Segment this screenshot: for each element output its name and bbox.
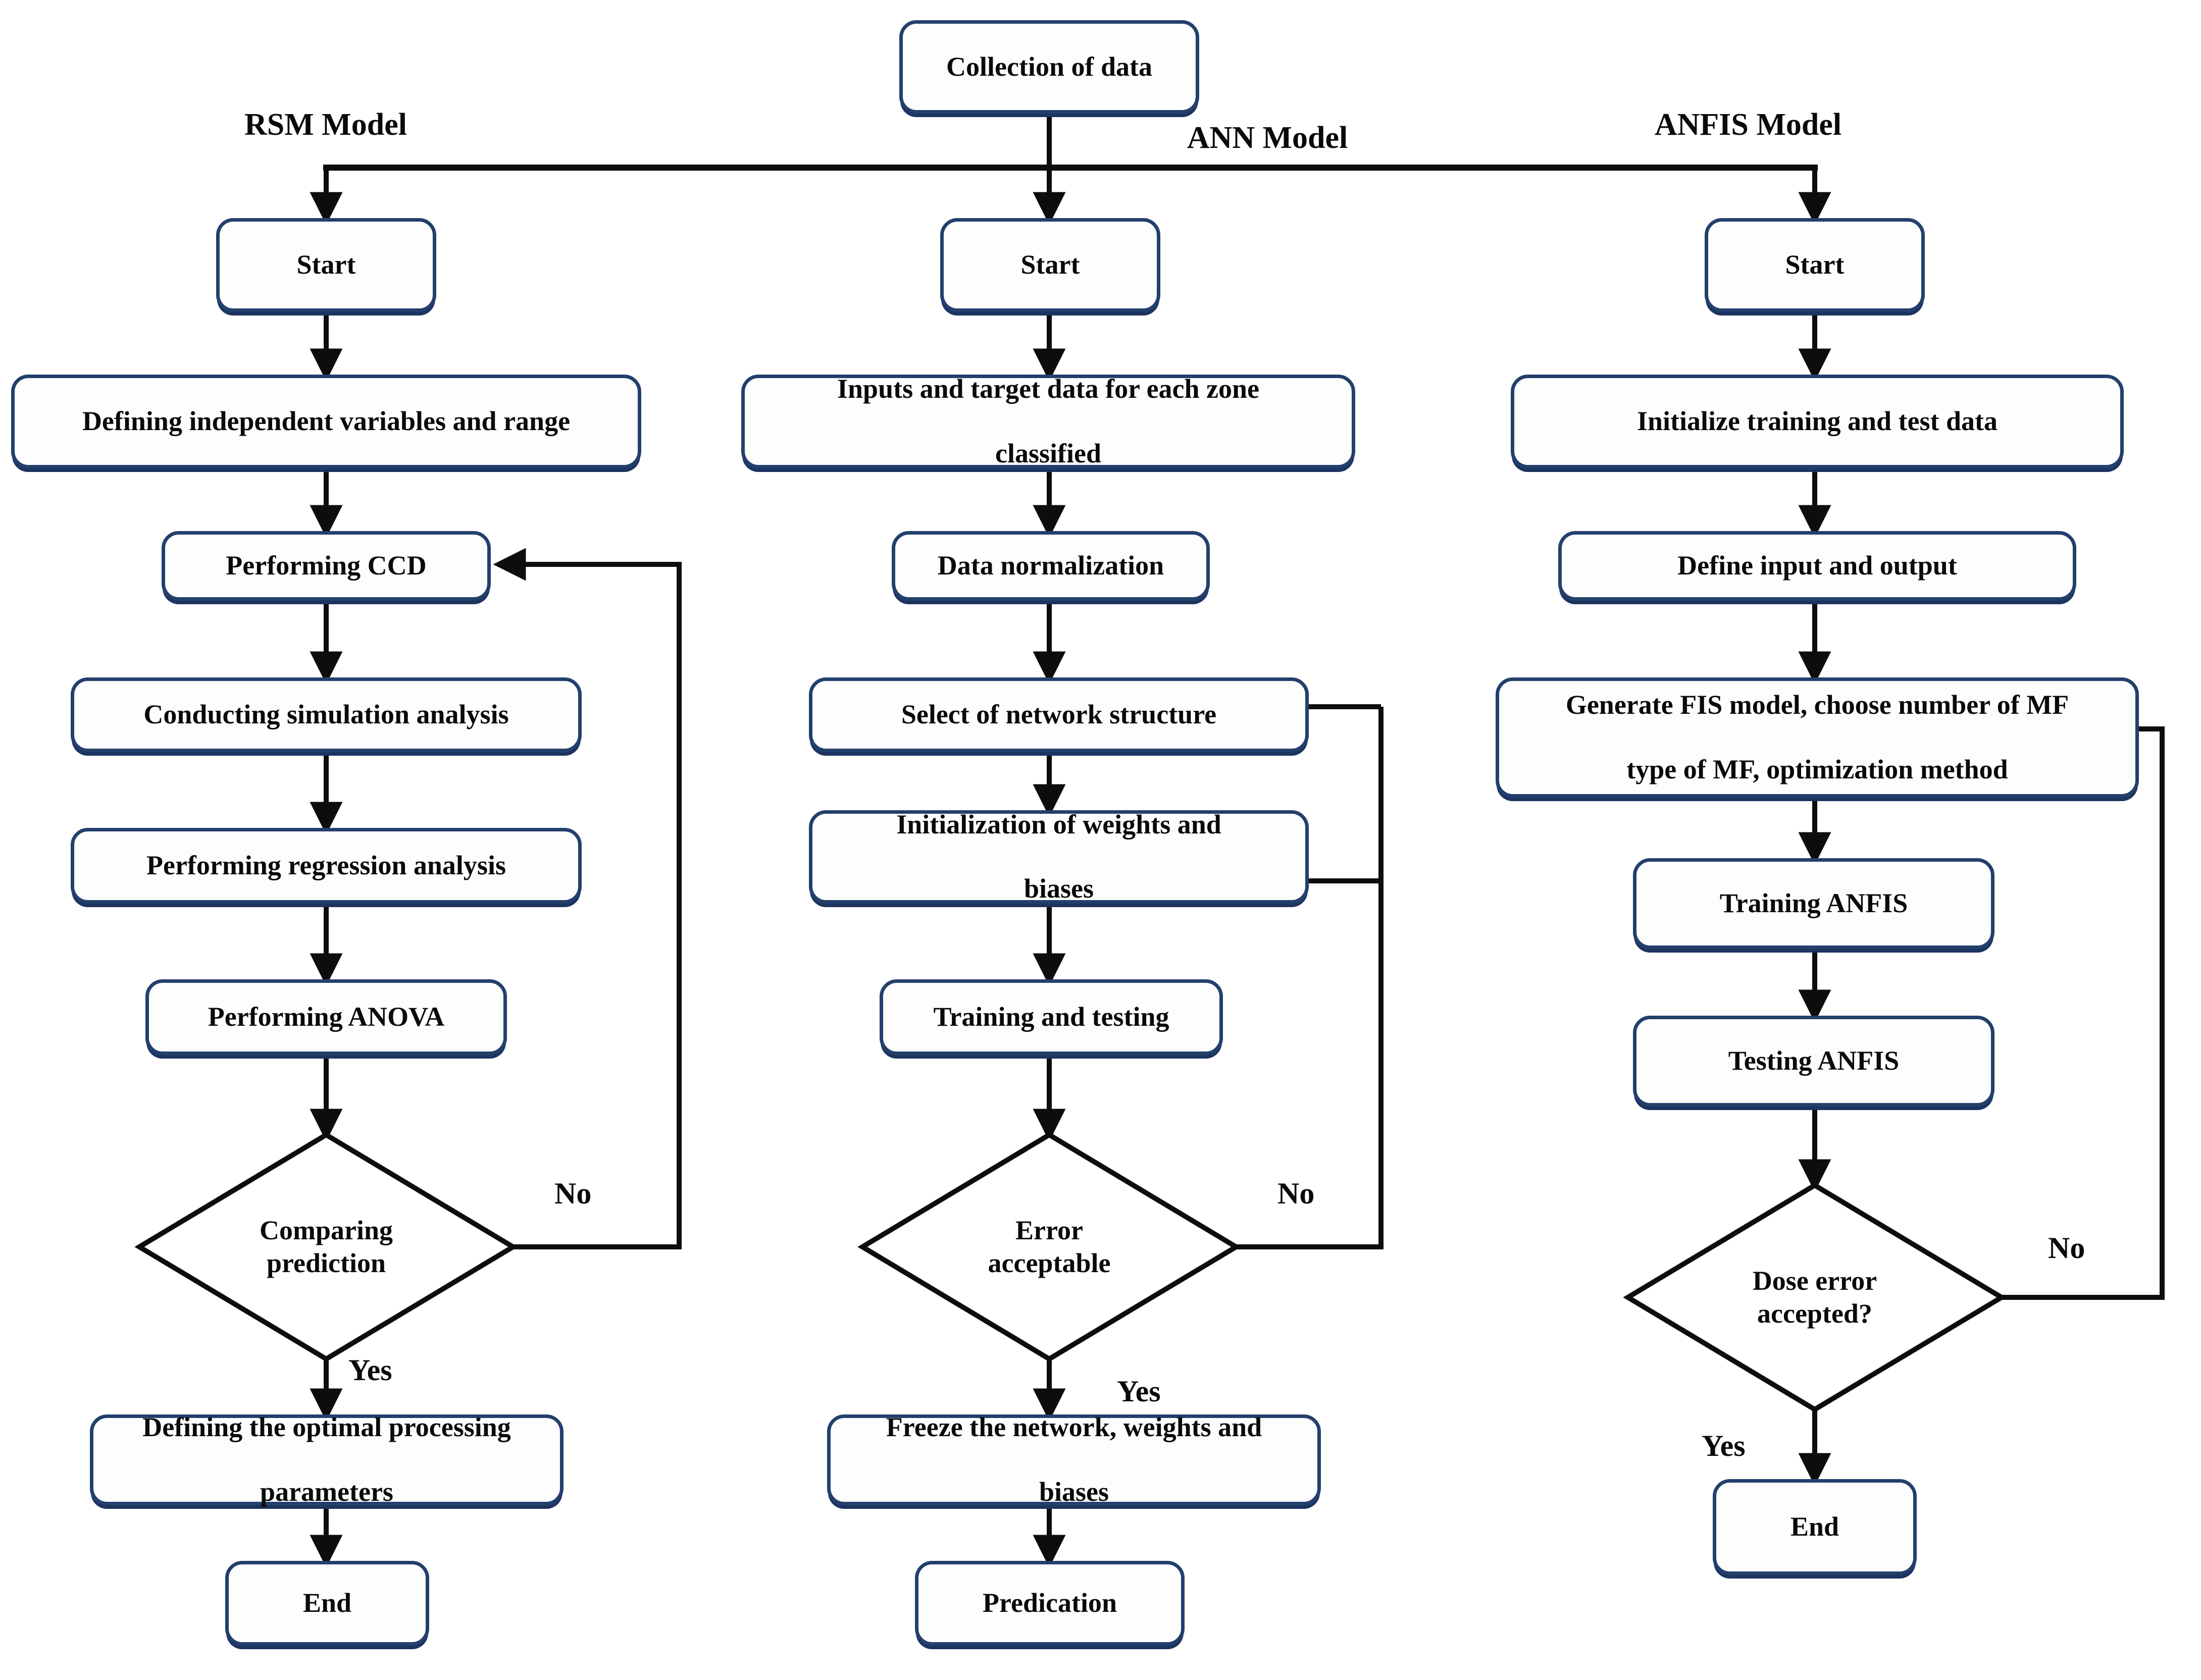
anfis-edge-label-yes: Yes (1702, 1429, 1746, 1463)
node-rsm-comparing-prediction[interactable]: Comparing prediction (139, 1135, 513, 1359)
node-ann-start[interactable]: Start (940, 218, 1160, 312)
diamond-label-line2: prediction (266, 1248, 386, 1278)
rsm-edge-label-no: No (554, 1176, 591, 1211)
edge-rsm-feedback-no (493, 548, 682, 1249)
node-label: Performing regression analysis (146, 850, 506, 881)
node-label: Predication (983, 1588, 1117, 1618)
node-ann-select-network-structure[interactable]: Select of network structure (809, 677, 1309, 752)
node-ann-training-testing[interactable]: Training and testing (880, 979, 1223, 1055)
edge-label-text: Yes (348, 1353, 392, 1387)
node-label: Testing ANFIS (1728, 1045, 1900, 1076)
node-rsm-conducting-simulation[interactable]: Conducting simulation analysis (71, 677, 582, 752)
diamond-label-group: Error acceptable (862, 1135, 1236, 1359)
node-anfis-training[interactable]: Training ANFIS (1633, 858, 1994, 949)
diamond-label-line1: Error (1015, 1215, 1083, 1246)
node-label: End (302, 1588, 352, 1618)
node-ann-freeze-network[interactable]: Freeze the network, weights and biases (827, 1412, 1321, 1507)
edge-label-text: No (1277, 1177, 1315, 1210)
node-label: Training and testing (933, 1002, 1169, 1032)
node-anfis-dose-error-accepted[interactable]: Dose error accepted? (1628, 1185, 2002, 1409)
node-ann-initialization-weights[interactable]: Initialization of weights and biases (809, 809, 1309, 904)
node-label-line1: Inputs and target data for each zone (837, 374, 1259, 404)
edge-anfis-feedback-no (1982, 712, 2165, 1300)
node-ann-inputs-targets[interactable]: Inputs and target data for each zone cla… (741, 374, 1355, 468)
node-label: Training ANFIS (1719, 888, 1908, 919)
diamond-label-line2: accepted? (1757, 1298, 1872, 1329)
anfis-edge-label-no: No (2048, 1231, 2085, 1266)
node-rsm-defining-variables[interactable]: Defining independent variables and range (11, 375, 641, 468)
node-anfis-testing[interactable]: Testing ANFIS (1633, 1016, 1994, 1107)
node-label-line2: biases (1039, 1476, 1109, 1507)
diamond-label-group: Comparing prediction (139, 1135, 513, 1359)
node-rsm-performing-ccd[interactable]: Performing CCD (162, 531, 491, 601)
node-ann-data-normalization[interactable]: Data normalization (892, 531, 1210, 601)
node-label: Collection of data (946, 51, 1152, 82)
node-label: Start (1785, 249, 1845, 280)
node-collection-of-data[interactable]: Collection of data (899, 20, 1199, 114)
node-rsm-performing-anova[interactable]: Performing ANOVA (145, 979, 507, 1055)
diamond-label-group: Dose error accepted? (1628, 1185, 2002, 1409)
edge-ann-feedback-trunk (1236, 707, 1384, 1249)
diamond-label-line1: Comparing (259, 1215, 393, 1246)
ann-edge-label-yes: Yes (1117, 1374, 1161, 1409)
node-label-line1: Generate FIS model, choose number of MF (1565, 690, 2069, 720)
column-header-anfis: ANFIS Model (1655, 107, 1841, 143)
node-rsm-end[interactable]: End (225, 1561, 429, 1646)
edge-label-text: Yes (1702, 1429, 1746, 1462)
node-rsm-start[interactable]: Start (216, 218, 436, 312)
edge-label-text: No (554, 1177, 592, 1210)
node-label: Define input and output (1677, 550, 1957, 581)
node-label: Initialize training and test data (1636, 406, 1998, 437)
node-label: Defining independent variables and range (82, 406, 571, 437)
node-label-line1: Defining the optimal processing (142, 1412, 511, 1443)
node-label: Conducting simulation analysis (143, 699, 509, 730)
edge-label-text: No (2048, 1231, 2085, 1265)
node-label: Performing CCD (226, 550, 427, 581)
node-label: Data normalization (937, 550, 1164, 581)
node-label-line1: Freeze the network, weights and (886, 1412, 1262, 1443)
node-label: End (1790, 1511, 1839, 1542)
node-label-line2: biases (1023, 873, 1094, 904)
node-label-line2: parameters (260, 1476, 393, 1507)
node-label-line2: type of MF, optimization method (1626, 754, 2008, 784)
node-anfis-initialize-data[interactable]: Initialize training and test data (1511, 375, 2124, 468)
node-label: Select of network structure (901, 699, 1217, 730)
node-ann-error-acceptable[interactable]: Error acceptable (862, 1135, 1236, 1359)
column-header-label: RSM Model (244, 108, 407, 142)
column-header-ann: ANN Model (1187, 120, 1348, 156)
node-label: Performing ANOVA (208, 1002, 445, 1032)
node-rsm-performing-regression[interactable]: Performing regression analysis (71, 828, 582, 904)
node-label: Start (1020, 249, 1080, 280)
node-rsm-optimal-parameters[interactable]: Defining the optimal processing paramete… (90, 1412, 564, 1507)
node-label-line2: classified (995, 438, 1101, 468)
node-anfis-start[interactable]: Start (1705, 218, 1925, 312)
column-header-label: ANN Model (1187, 121, 1348, 155)
node-anfis-generate-fis[interactable]: Generate FIS model, choose number of MF … (1496, 677, 2139, 798)
node-label-line1: Initialization of weights and (896, 809, 1221, 839)
column-header-rsm: RSM Model (244, 107, 407, 143)
rsm-edge-label-yes: Yes (348, 1353, 392, 1388)
ann-edge-label-no: No (1277, 1176, 1314, 1211)
node-label: Start (296, 249, 356, 280)
node-ann-predication[interactable]: Predication (915, 1561, 1185, 1646)
diamond-label-line1: Dose error (1752, 1266, 1877, 1296)
edge-label-text: Yes (1117, 1375, 1161, 1408)
node-anfis-end[interactable]: End (1713, 1479, 1917, 1575)
column-header-label: ANFIS Model (1654, 108, 1842, 142)
diamond-label-line2: acceptable (988, 1248, 1111, 1278)
node-anfis-define-input-output[interactable]: Define input and output (1558, 531, 2076, 601)
